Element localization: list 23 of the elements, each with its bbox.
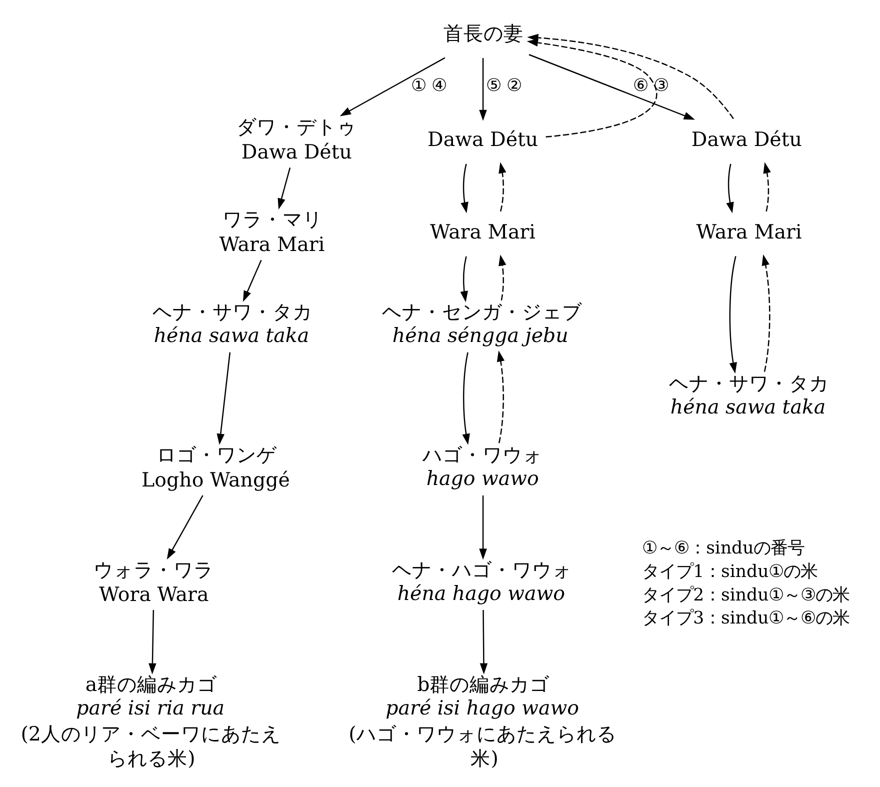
node-text: Wara Mari bbox=[430, 220, 535, 244]
node-text: ロゴ・ワンゲ Logho Wanggé bbox=[141, 444, 290, 492]
node-text: ワラ・マリ Wara Mari bbox=[218, 208, 324, 256]
label: タイプ1：sindu①の米 bbox=[642, 562, 818, 582]
node-text: ダワ・デトゥ Dawa Détu bbox=[236, 116, 356, 164]
node-text: ウォラ・ワラ Wora Wara bbox=[92, 558, 213, 606]
label: タイプ2：sindu①～③の米 bbox=[642, 585, 850, 606]
node-text: a群の編みカゴ paré isi ria rua (2人のリア・ベーワにあたえられる米) bbox=[20, 672, 280, 770]
node-text: ハゴ・ワウォ hago wawo bbox=[422, 444, 542, 490]
node-text: Dawa Détu bbox=[690, 128, 802, 152]
node-text: ヘナ・サワ・タカ héna sawa taka bbox=[152, 300, 312, 348]
edge-label: ⑥ ③ bbox=[632, 76, 668, 96]
node-text: Dawa Détu bbox=[427, 128, 538, 152]
node-text: b群の編みカゴ paré isi hago wawo (ハゴ・ワウォにあたえられる米) bbox=[348, 672, 616, 770]
node-text: ヘナ・サワ・タカ héna sawa taka bbox=[668, 372, 829, 419]
edge-label: ⑤ ② bbox=[486, 76, 522, 96]
node-text: ヘナ・センガ・ジェブ héna séngga jebu bbox=[381, 300, 582, 348]
label: タイプ3：sindu①～⑥の米 bbox=[642, 608, 850, 629]
node-text: ヘナ・ハゴ・ワウォ héna hago wawo bbox=[391, 558, 572, 605]
node-text: 首長の妻 bbox=[443, 22, 524, 46]
edge-label: ① ④ bbox=[410, 76, 446, 96]
label: ①～⑥：sinduの番号 bbox=[642, 538, 804, 558]
node-text: Wara Mari bbox=[696, 220, 802, 244]
